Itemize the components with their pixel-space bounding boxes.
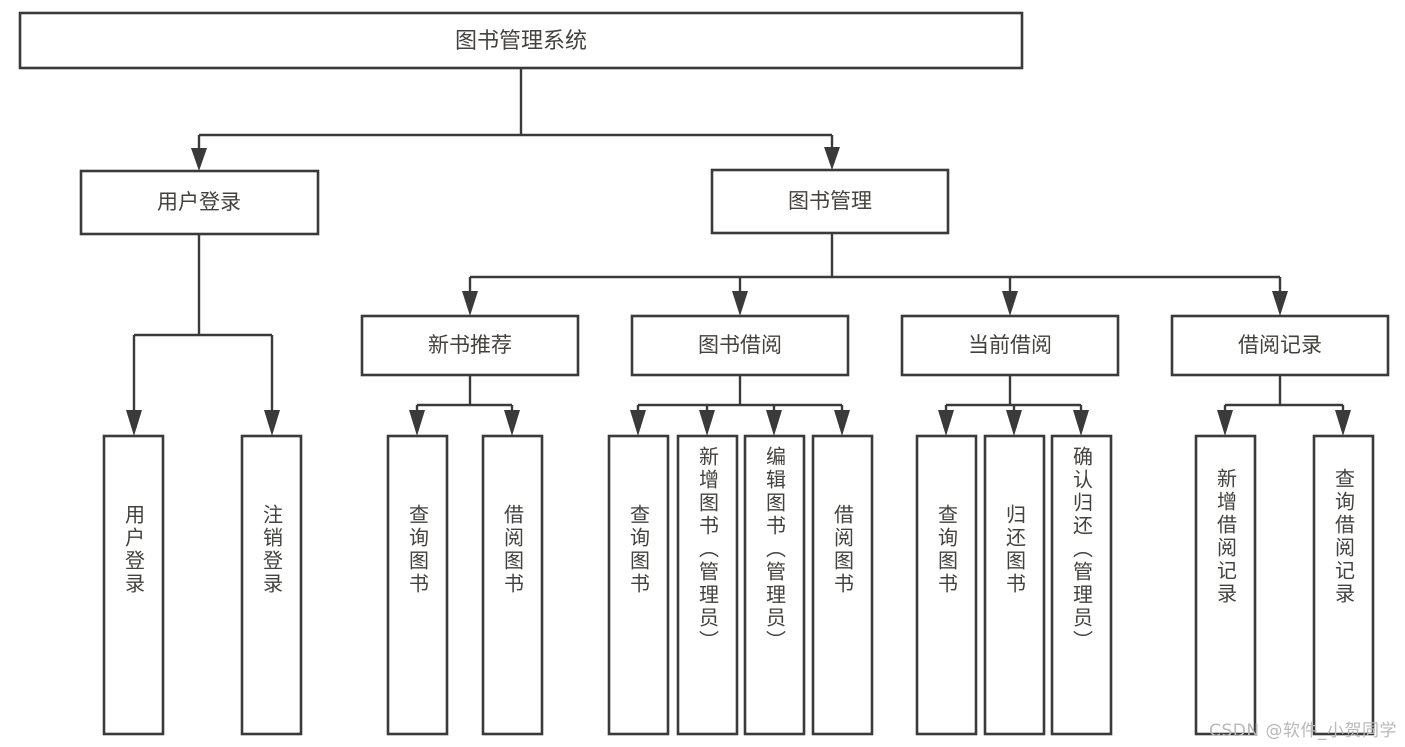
- leaf-box-user-login[interactable]: [102, 434, 165, 736]
- new-book-recommend-label: 新书推荐: [428, 333, 512, 357]
- arrow-to-book-borrow: [732, 291, 748, 316]
- node-book-manage[interactable]: 图书管理: [710, 168, 950, 235]
- root-label: 图书管理系统: [455, 29, 587, 54]
- current-borrow-label: 当前借阅: [968, 333, 1052, 357]
- leaf-box-query-book-current[interactable]: [915, 434, 978, 736]
- leaf-box-borrow-book[interactable]: [811, 434, 874, 736]
- arrow-leaf-confirm-return: [1073, 410, 1089, 436]
- arrow-leaf-borrow-book-b: [834, 410, 850, 436]
- arrow-leaf-borrow-book-a: [504, 410, 520, 436]
- book-borrow-label: 图书借阅: [698, 333, 782, 357]
- leaf-box-query-book-borrow[interactable]: [607, 434, 670, 736]
- arrow-leaf-query-book-c: [938, 410, 954, 436]
- borrow-record-label: 借阅记录: [1238, 333, 1322, 357]
- leaf-box-query-borrow-record[interactable]: [1312, 434, 1375, 736]
- node-user-login[interactable]: 用户登录: [79, 169, 320, 236]
- arrow-leaf-add-book: [699, 410, 715, 436]
- user-login-box[interactable]: [79, 169, 320, 236]
- leaf-box-edit-book-admin[interactable]: [743, 434, 806, 736]
- leaf-box-borrow-book-recommend[interactable]: [481, 434, 544, 736]
- arrow-leaf-add-record: [1217, 410, 1233, 436]
- leaf-box-layer: [102, 434, 1375, 736]
- arrow-leaf-logout: [264, 410, 280, 436]
- arrow-leaf-query-book-b: [630, 410, 646, 436]
- arrow-to-new-book-recommend: [462, 291, 478, 316]
- arrow-leaf-edit-book: [766, 410, 782, 436]
- root-box[interactable]: [18, 11, 1024, 70]
- node-borrow-record[interactable]: 借阅记录: [1170, 314, 1390, 377]
- arrow-to-user-login: [191, 148, 207, 171]
- leaf-box-query-book-recommend[interactable]: [386, 434, 449, 736]
- arrow-leaf-return-book: [1006, 410, 1022, 436]
- current-borrow-box[interactable]: [900, 314, 1120, 377]
- node-new-book-recommend[interactable]: 新书推荐: [360, 314, 580, 377]
- book-manage-box[interactable]: [710, 168, 950, 235]
- arrow-to-book-manage: [824, 147, 840, 170]
- node-book-borrow[interactable]: 图书借阅: [630, 314, 850, 377]
- arrow-leaf-query-book-a: [409, 410, 425, 436]
- arrow-leaf-user-login: [126, 410, 142, 436]
- node-current-borrow[interactable]: 当前借阅: [900, 314, 1120, 377]
- book-borrow-box[interactable]: [630, 314, 850, 377]
- leaf-box-logout[interactable]: [240, 434, 303, 736]
- leaf-box-return-book[interactable]: [983, 434, 1046, 736]
- new-book-recommend-box[interactable]: [360, 314, 580, 377]
- node-root[interactable]: 图书管理系统: [18, 11, 1024, 70]
- connector-layer: [126, 68, 1351, 436]
- borrow-record-box[interactable]: [1170, 314, 1390, 377]
- leaf-box-add-borrow-record[interactable]: [1194, 434, 1257, 736]
- csdn-watermark: CSDN @软件_小贺同学: [1209, 721, 1397, 741]
- arrow-to-borrow-record: [1272, 291, 1288, 316]
- leaf-box-add-book-admin[interactable]: [676, 434, 739, 736]
- book-manage-label: 图书管理: [788, 189, 872, 213]
- arrow-leaf-query-record: [1335, 410, 1351, 436]
- user-login-label: 用户登录: [157, 190, 241, 214]
- leaf-box-confirm-return-admin[interactable]: [1050, 434, 1113, 736]
- arrow-to-current-borrow: [1002, 291, 1018, 316]
